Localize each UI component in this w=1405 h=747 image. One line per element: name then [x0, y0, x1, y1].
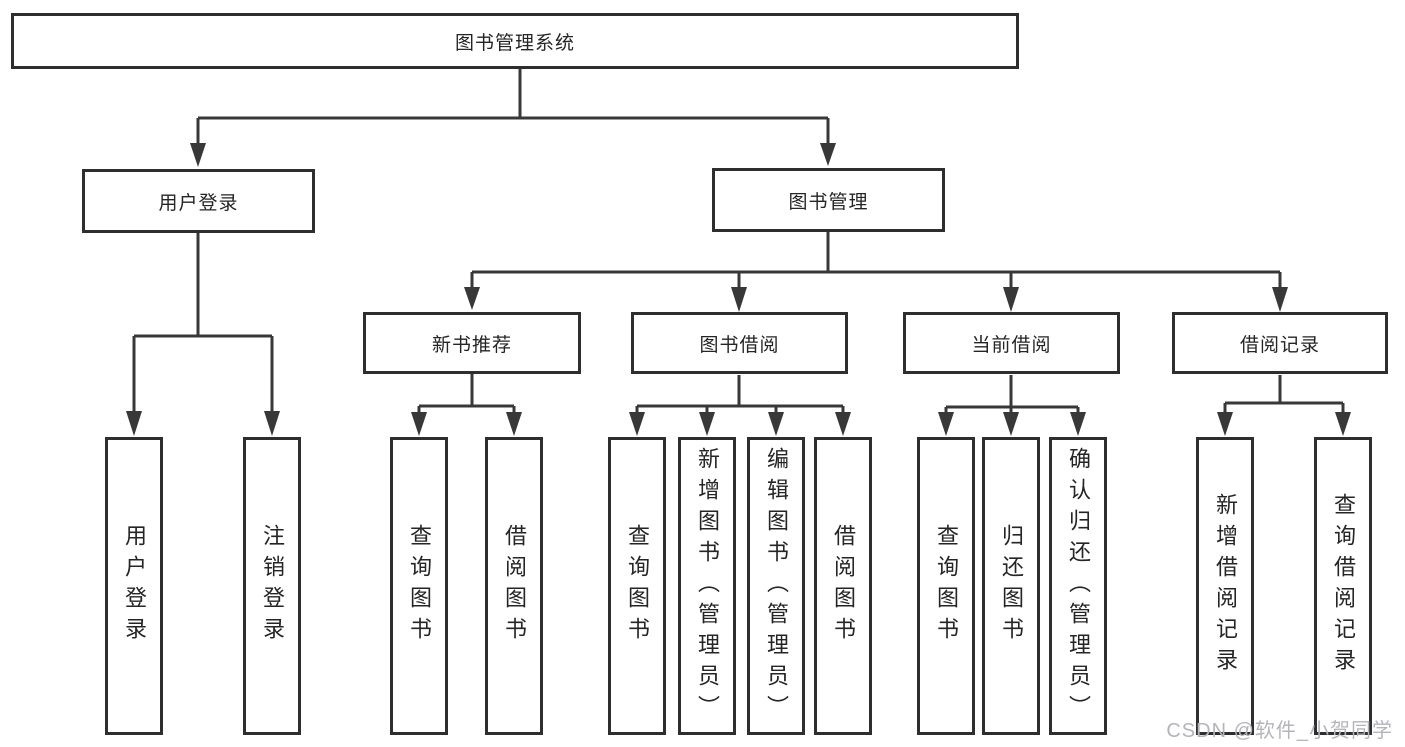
leaf-borrow-book-borrow: 借阅图书	[814, 437, 872, 735]
node-new-book-recommend: 新书推荐	[363, 312, 581, 374]
leaf-query-borrow-record: 查询借阅记录	[1314, 437, 1372, 735]
leaf-borrow-book-recommend: 借阅图书	[485, 437, 543, 735]
leaf-query-book-borrow: 查询图书	[608, 437, 666, 735]
node-current-borrow: 当前借阅	[903, 312, 1120, 374]
node-book-borrow: 图书借阅	[631, 312, 848, 374]
leaf-return-book: 归还图书	[982, 437, 1040, 735]
csdn-watermark: CSDN @软件_小贺同学	[1166, 720, 1393, 742]
leaf-add-book-admin: 新增图书（管理员）	[678, 437, 736, 735]
leaf-user-login: 用户登录	[105, 437, 163, 735]
connector-borrowrecords-to-leaves	[1223, 375, 1345, 414]
leaf-add-borrow-record: 新增借阅记录	[1196, 437, 1254, 735]
leaf-query-book-current: 查询图书	[917, 437, 975, 735]
leaf-edit-book-admin: 编辑图书（管理员）	[747, 437, 805, 735]
connector-userlogin-to-leaves	[132, 233, 274, 413]
leaf-logout: 注销登录	[243, 437, 301, 735]
leaf-query-book-recommend: 查询图书	[390, 437, 448, 735]
connector-newbookrec-to-leaves	[417, 374, 516, 414]
node-user-login: 用户登录	[82, 169, 315, 233]
node-book-management: 图书管理	[712, 168, 945, 232]
connector-bookmgmt-to-level3	[470, 232, 1282, 289]
node-root-library-system: 图书管理系统	[11, 13, 1019, 69]
node-borrow-records: 借阅记录	[1172, 312, 1388, 374]
connector-bookborrow-to-leaves	[635, 375, 845, 414]
leaf-confirm-return-admin: 确认归还（管理员）	[1049, 437, 1107, 735]
connector-currentborrow-to-leaves	[944, 375, 1080, 414]
connector-root-to-level2	[196, 69, 830, 145]
